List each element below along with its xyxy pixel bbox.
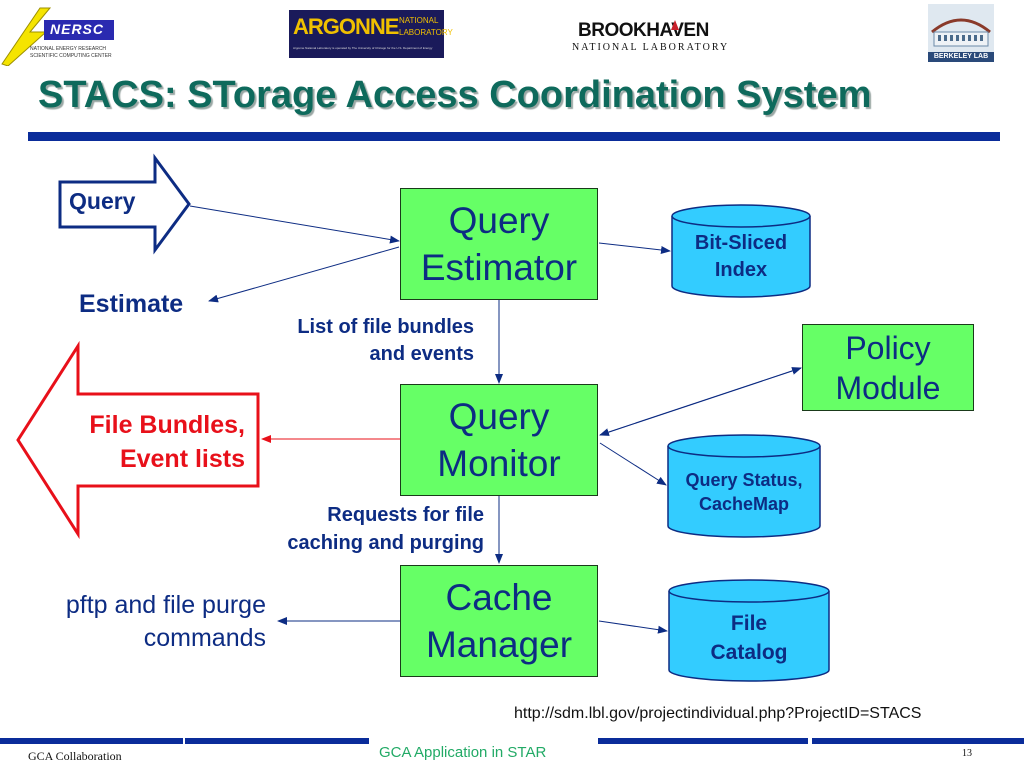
argonne-national: NATIONAL: [399, 16, 439, 25]
bit-sliced-index-label: Bit-Sliced Index: [672, 228, 810, 286]
query-block-arrow: [58, 153, 191, 255]
file-bundles-events-label: List of file bundles and events: [262, 314, 474, 368]
footer-bar-left: [0, 738, 183, 744]
query-status-label: Query Status, CacheMap: [668, 465, 820, 519]
cache-manager-line2: Manager: [425, 624, 573, 665]
footer-bar-mid-right: [598, 738, 808, 744]
file-catalog-line1: File: [730, 612, 768, 635]
arrow-query-to-estimator: [189, 205, 400, 244]
bit-sliced-line1: Bit-Sliced: [694, 232, 788, 254]
berkeley-lab-name: BERKELEY LAB: [928, 52, 994, 62]
file-bundles-events-line2: and events: [369, 343, 474, 365]
file-bundles-events-line1: List of file bundles: [297, 316, 474, 338]
policy-module-line1: Policy: [845, 329, 931, 366]
cache-manager-box: Cache Manager: [400, 565, 598, 677]
query-monitor-line1: Query: [448, 396, 550, 437]
query-estimator-line2: Estimator: [420, 247, 578, 288]
estimate-label: Estimate: [79, 290, 184, 318]
berkeley-building-icon: [928, 4, 994, 54]
bit-sliced-index-cylinder: [671, 204, 811, 298]
footer-center-text: GCA Application in STAR: [379, 744, 547, 761]
pftp-line1: pftp and file purge: [65, 591, 266, 619]
brookhaven-sub: NATIONAL LABORATORY: [572, 42, 730, 53]
argonne-laboratory: LABORATORY: [399, 28, 453, 37]
title-rule: [28, 132, 1000, 141]
policy-module-line2: Module: [835, 369, 941, 406]
requests-line2: caching and purging: [287, 532, 484, 554]
nersc-name: NERSC: [50, 21, 105, 37]
project-url[interactable]: http://sdm.lbl.gov/projectindividual.php…: [514, 705, 922, 722]
policy-module-box: Policy Module: [802, 324, 974, 411]
argonne-sub: Argonne National Laboratory is operated …: [293, 46, 433, 50]
file-bundles-block-arrow: [16, 340, 260, 540]
footer-bar-right: [812, 738, 1024, 744]
argonne-logo: ARGONNE NATIONAL LABORATORY Argonne Nati…: [289, 10, 453, 58]
cache-manager-line1: Cache: [445, 577, 553, 618]
pftp-line2: commands: [143, 624, 266, 652]
argonne-name: ARGONNE: [293, 14, 399, 39]
slide-title: STACS: STorage Access Coordination Syste…: [38, 74, 872, 116]
brookhaven-star-icon: [671, 20, 679, 30]
nersc-sub1: NATIONAL ENERGY RESEARCH: [30, 46, 107, 52]
query-status-cylinder: [667, 434, 821, 538]
brookhaven-logo: BROOKHAVEN NATIONAL LABORATORY: [570, 18, 740, 62]
nersc-sub2: SCIENTIFIC COMPUTING CENTER: [30, 53, 112, 59]
query-monitor-box: Query Monitor: [400, 384, 598, 496]
file-catalog-line2: Catalog: [710, 641, 788, 664]
footer-left-text: GCA Collaboration: [28, 749, 122, 763]
arrow-monitor-to-status: [599, 442, 667, 486]
query-estimator-box: Query Estimator: [400, 188, 598, 300]
file-catalog-cylinder: [668, 579, 830, 682]
query-monitor-line2: Monitor: [437, 443, 561, 484]
arrow-policy-to-monitor: [599, 367, 802, 436]
query-status-line2: CacheMap: [698, 494, 790, 514]
page-number: 13: [962, 748, 972, 759]
requests-line1: Requests for file: [327, 504, 484, 526]
file-bundles-line1: File Bundles,: [89, 411, 245, 439]
file-catalog-label: File Catalog: [669, 608, 829, 668]
arrow-estimator-to-index: [598, 242, 671, 254]
query-estimator-line1: Query: [448, 200, 550, 241]
file-bundles-line2: Event lists: [119, 445, 245, 473]
arrow-cache-manager-to-catalog: [598, 620, 668, 634]
bit-sliced-line2: Index: [714, 259, 768, 281]
nersc-logo: NERSC NATIONAL ENERGY RESEARCH SCIENTIFI…: [0, 0, 120, 67]
requests-label: Requests for file caching and purging: [252, 501, 484, 557]
berkeley-lab-logo: BERKELEY LAB: [928, 4, 994, 62]
query-label: Query: [69, 188, 136, 214]
query-status-line1: Query Status,: [685, 470, 803, 490]
file-bundles-text: File Bundles, Event lists: [40, 408, 245, 476]
lightning-bolt-icon: [1, 7, 114, 67]
footer-bar-mid-left: [185, 738, 369, 744]
arrow-estimator-to-estimate: [208, 246, 400, 303]
pftp-label: pftp and file purge commands: [30, 589, 266, 655]
